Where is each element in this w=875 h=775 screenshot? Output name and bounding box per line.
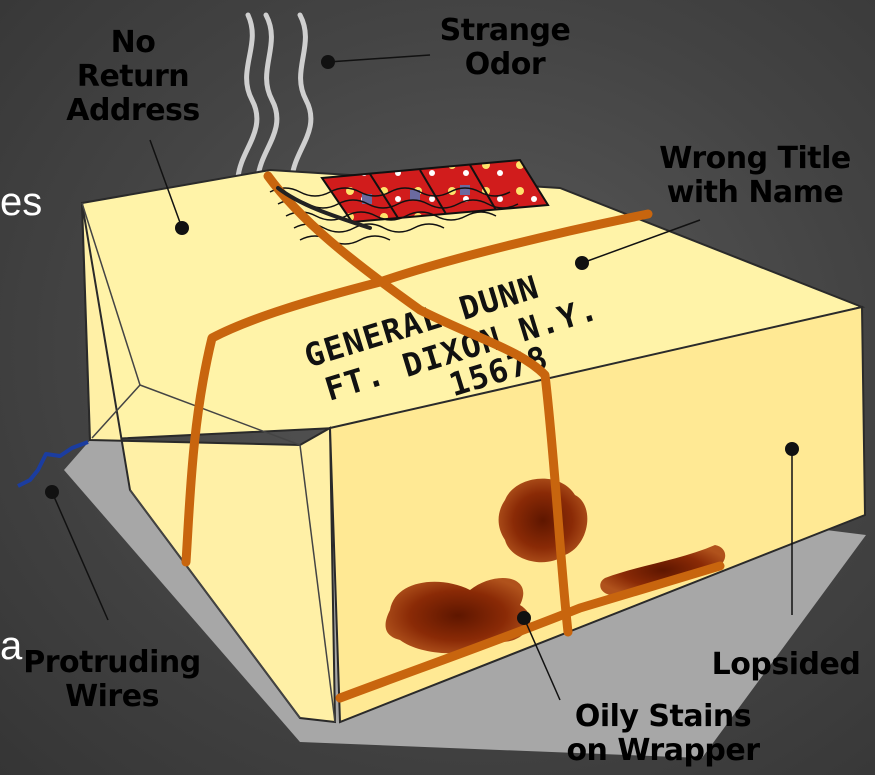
slide-text-fragment-top: es — [0, 180, 42, 224]
label-wrong-title-with-name: Wrong Title with Name — [640, 142, 870, 210]
label-protruding-wires: Protruding Wires — [22, 646, 202, 714]
odor-fumes — [238, 15, 311, 178]
label-no-return-address: No Return Address — [58, 26, 208, 128]
label-oily-stains-on-wrapper: Oily Stains on Wrapper — [548, 700, 778, 768]
slide-text-fragment-bottom: a — [0, 624, 22, 668]
label-strange-odor: Strange Odor — [425, 14, 585, 82]
label-lopsided: Lopsided — [700, 648, 872, 682]
